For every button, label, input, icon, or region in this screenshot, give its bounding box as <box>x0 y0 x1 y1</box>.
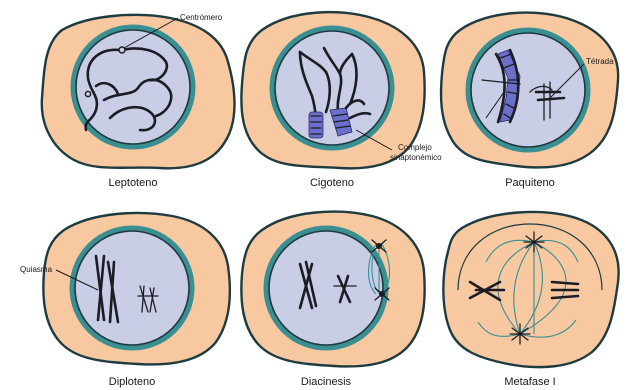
label-centromero: Centrómero <box>180 13 223 22</box>
cell-metafase-i: Metafase I <box>443 212 618 388</box>
stage-label: Cigoteno <box>310 177 354 189</box>
stage-label: Leptoteno <box>109 177 158 189</box>
nucleus <box>275 31 389 145</box>
label-complejo-2: sinaptonémico <box>390 153 442 162</box>
cell-cigoteno: Complejo sinaptonémico Cigoteno <box>241 12 442 189</box>
label-tetrada: Tétrada <box>586 57 614 66</box>
centromere-dot <box>85 91 90 96</box>
cell-diploteno: Quiasma Diploteno <box>20 213 230 388</box>
stage-label: Diacinesis <box>301 376 352 388</box>
nucleus <box>76 30 190 144</box>
label-complejo-1: Complejo <box>398 143 432 152</box>
cell-leptoteno: Centrómero Leptoteno <box>42 13 235 189</box>
cell-diacinesis: Diacinesis <box>241 212 424 388</box>
cell-paquiteno: Tétrada Paquiteno <box>441 13 618 189</box>
label-quiasma: Quiasma <box>20 265 53 274</box>
stage-label: Diploteno <box>109 376 155 388</box>
stage-label: Metafase I <box>504 376 555 388</box>
nucleus <box>471 33 585 147</box>
cytoplasm <box>443 212 618 367</box>
nucleus <box>75 231 189 345</box>
nucleus <box>269 231 383 345</box>
stage-label: Paquiteno <box>505 177 555 189</box>
